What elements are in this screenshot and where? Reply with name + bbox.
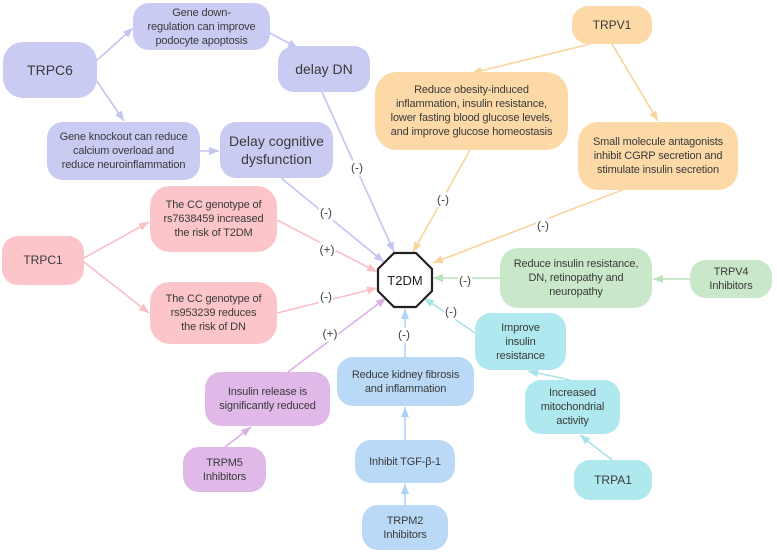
node-line: inflammation, insulin resistance, [396, 98, 547, 110]
node-trpm5-inhibitors: TRPM5 Inhibitors [183, 447, 266, 492]
arrow-trpc6-to-gene-down [94, 27, 134, 63]
node-line: Delay cognitive [229, 133, 324, 149]
edge-label-cognitive: (-) [319, 205, 333, 221]
node-line: Inhibitors [383, 528, 427, 541]
node-line: neuropathy [549, 286, 603, 298]
node-line: mitochondrial [540, 401, 605, 413]
arrow-trpc6-to-knockout [95, 79, 125, 122]
node-reduce-obesity-inflammation: Reduce obesity-induced inflammation, ins… [375, 72, 568, 150]
node-gene-knockout: Gene knockout can reduce calcium overloa… [47, 122, 200, 180]
node-line: Small molecule antagonists [592, 136, 723, 148]
arrow-trpc1-to-cc2 [83, 261, 150, 314]
t2dm-label: T2DM [387, 272, 423, 288]
node-line: Reduce insulin resistance, [513, 258, 639, 270]
node-line: regulation can improve [147, 20, 256, 33]
arrow-trpv1-to-small-molecule [611, 43, 659, 122]
arrow-gene-down-to-delay-dn [267, 31, 299, 49]
node-line: significantly reduced [219, 400, 316, 412]
edge-label-cc1: (+) [318, 242, 336, 258]
edge-label-green: (-) [458, 273, 472, 289]
node-trpv4-inhibitors: TRPV4 Inhibitors [690, 260, 772, 298]
arrow-trpm5-to-insulin [224, 426, 252, 448]
edge-label-obesity: (-) [436, 192, 450, 208]
node-inhibit-tgf-beta-1: Inhibit TGF-β-1 [355, 440, 455, 483]
node-line: Inhibitors [202, 470, 247, 483]
edge-label-delay-dn: (-) [350, 160, 364, 176]
node-trpc6: TRPC6 [3, 42, 97, 98]
node-line: TRPV4 [713, 266, 749, 278]
node-trpm2-inhibitors: TRPM2 Inhibitors [362, 505, 448, 550]
node-line: Inhibit TGF-β-1 [369, 455, 441, 468]
t2dm-octagon [376, 251, 434, 309]
node-line: reduce neuroinflammation [61, 159, 186, 171]
node-line: Reduce obesity-induced [414, 84, 529, 96]
node-line: podocyte apoptosis [155, 34, 248, 47]
edge-label-insulin: (+) [321, 326, 339, 342]
arrow-small-molecule-to-t2dm [432, 189, 623, 264]
node-line: Increased [549, 387, 596, 399]
node-line: TRPM5 [206, 456, 243, 469]
node-delay-cognitive-dysfunction: Delay cognitive dysfunction [220, 122, 333, 178]
node-line: Insulin release is [227, 386, 308, 398]
node-line: calcium overload and [73, 145, 174, 157]
edge-label-small-molecule: (-) [536, 218, 550, 234]
node-reduce-insulin-resistance-dn: Reduce insulin resistance, DN, retinopat… [500, 248, 652, 308]
arrow-increased-to-improve [527, 369, 571, 381]
node-trpc1: TRPC1 [2, 236, 84, 285]
node-line: Inhibitors [709, 280, 753, 292]
node-line: lower fasting blood glucose levels, [390, 112, 553, 124]
node-line: and inflammation [364, 382, 447, 395]
node-line: rs953239 reduces [170, 307, 257, 319]
node-small-molecule-antagonists: Small molecule antagonists inhibit CGRP … [578, 122, 738, 190]
node-line: TRPC1 [23, 253, 63, 267]
node-line: TRPM2 [386, 514, 424, 527]
node-line: DN, retinopathy and [528, 272, 624, 284]
node-improve-insulin-resistance: Improve insulin resistance [475, 313, 566, 370]
node-trpv1: TRPV1 [572, 6, 652, 44]
arrow-trpc1-to-cc1 [83, 221, 150, 259]
node-cc-genotype-rs7638459: The CC genotype of rs7638459 increased t… [150, 186, 277, 252]
node-line: stimulate insulin secretion [597, 164, 719, 176]
node-line: The CC genotype of [165, 293, 262, 305]
node-cc-genotype-rs953239: The CC genotype of rs953239 reduces the … [150, 282, 277, 344]
node-line: Reduce kidney fibrosis [351, 368, 460, 381]
node-line: the risk of T2DM [174, 227, 253, 239]
node-reduce-kidney-fibrosis: Reduce kidney fibrosis and inflammation [337, 357, 474, 406]
node-line: TRPC6 [27, 62, 73, 78]
node-trpa1: TRPA1 [574, 460, 652, 500]
node-line: the risk of DN [181, 321, 246, 333]
node-line: insulin [505, 335, 536, 348]
node-insulin-release-reduced: Insulin release is significantly reduced [205, 372, 330, 426]
node-line: rs7638459 increased [163, 213, 264, 225]
node-line: TRPA1 [594, 472, 632, 487]
node-line: Improve [501, 321, 540, 334]
node-line: and improve glucose homeostasis [390, 126, 553, 138]
arrow-trpa1-to-increased [579, 434, 613, 461]
node-line: delay DN [295, 61, 353, 77]
arrow-trpv1-to-obesity [471, 43, 591, 75]
node-delay-dn: delay DN [278, 46, 370, 92]
node-line: inhibit CGRP secretion and [593, 150, 723, 162]
node-line: The CC genotype of [165, 199, 262, 211]
edge-label-cc2: (-) [319, 289, 333, 305]
edge-label-improve: (-) [444, 304, 458, 320]
node-line: TRPV1 [592, 17, 632, 32]
node-line: Gene knockout can reduce [59, 131, 188, 143]
node-line: Gene down- [172, 6, 231, 19]
node-line: dysfunction [241, 151, 312, 167]
node-line: resistance [496, 349, 545, 362]
edge-label-kidney: (-) [397, 327, 411, 343]
node-line: activity [556, 415, 589, 427]
node-gene-down-regulation: Gene down- regulation can improve podocy… [133, 3, 270, 50]
node-increased-mitochondrial-activity: Increased mitochondrial activity [525, 380, 620, 434]
